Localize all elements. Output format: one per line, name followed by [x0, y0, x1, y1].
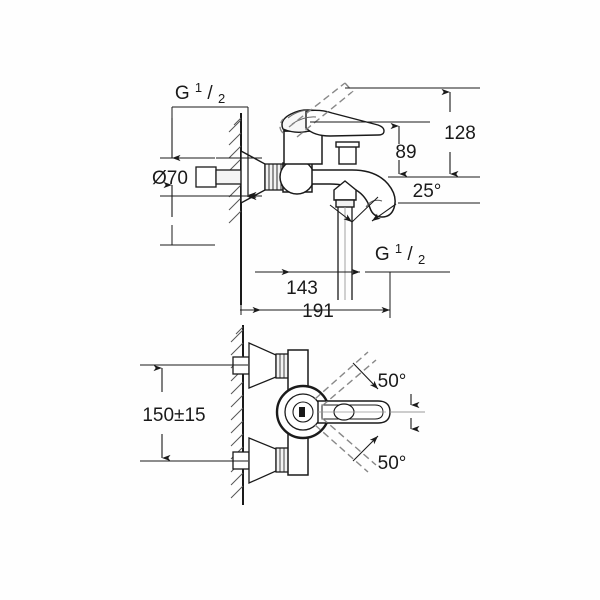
dim-depth-191 — [240, 272, 391, 318]
dim-angle-25 — [329, 196, 480, 223]
dim-centres-150 — [140, 364, 248, 462]
callout-angle-50-lower: 50° — [378, 453, 407, 474]
callout-depth-143: 143 — [286, 278, 318, 299]
dim-height-128 — [345, 87, 480, 178]
callout-height-128: 128 — [444, 123, 476, 144]
dim-diameter-70 — [160, 155, 262, 246]
dim-angle-50-upper — [352, 362, 420, 409]
callout-angle-25: 25° — [413, 181, 442, 202]
callout-g-half-top: G 1 / 2 — [175, 76, 225, 106]
dim-angle-50-lower — [352, 418, 420, 462]
lever-swing-phantoms — [314, 351, 377, 473]
front-elevation-view: 150±15 50° 50° — [140, 325, 425, 505]
lever-handle-front — [317, 400, 391, 424]
callout-diameter-70: Ø70 — [152, 168, 188, 189]
dim-depth-143 — [240, 245, 338, 315]
callout-centres-150: 150±15 — [142, 405, 205, 426]
side-elevation-view: G 1 / 2 Ø70 89 128 — [152, 76, 480, 322]
callout-depth-191: 191 — [302, 301, 334, 322]
callout-angle-50-upper: 50° — [378, 371, 407, 392]
callout-height-89: 89 — [395, 142, 416, 163]
callout-g-half-bottom: G 1 / 2 — [375, 237, 425, 267]
inlet-connector-assembly — [195, 149, 284, 205]
lever-handle — [281, 109, 385, 137]
diverter-knob — [335, 141, 360, 165]
